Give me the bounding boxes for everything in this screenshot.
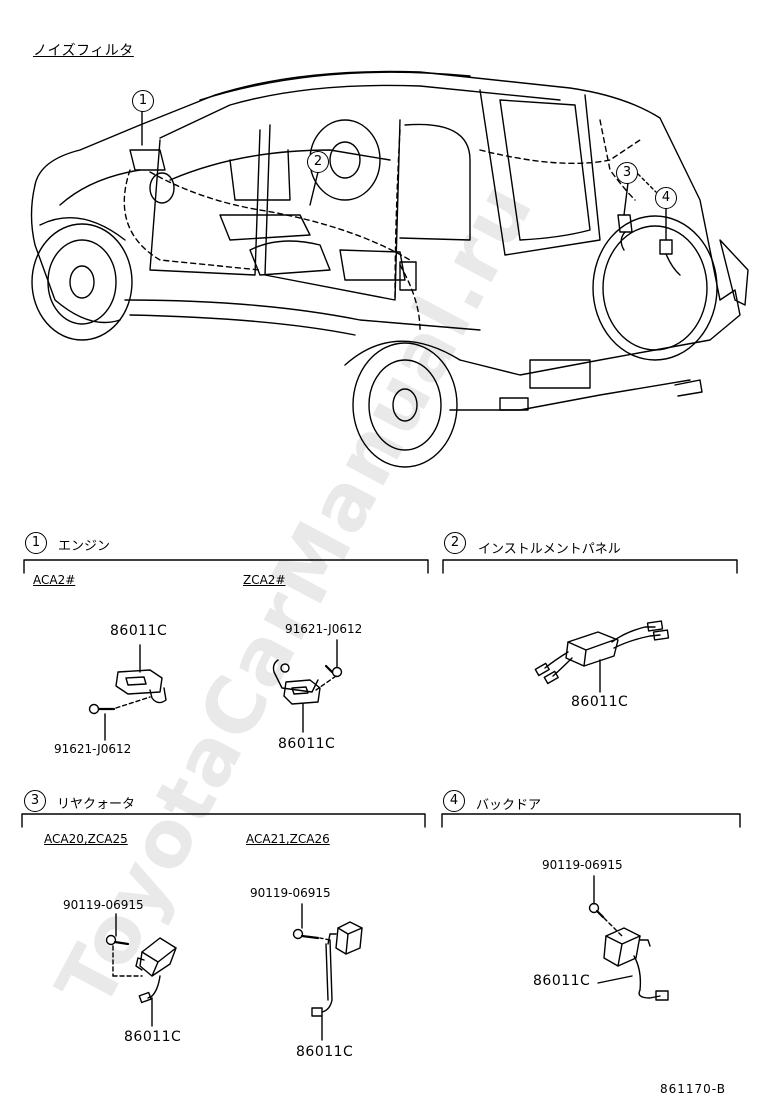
overview-callout-4: 4 (655, 187, 677, 209)
part-number-label: 86011C (110, 623, 168, 639)
part-number-label: 86011C (124, 1029, 182, 1045)
variant-model-label: ACA21,ZCA26 (246, 832, 330, 846)
page-title: ノイズフィルタ (33, 43, 134, 59)
engine-zca-filter-drawing (272, 639, 343, 733)
section-frames (21, 559, 741, 828)
variant-model-label: ZCA2# (243, 573, 286, 587)
rear-quarter-left-filter-drawing (105, 913, 177, 1027)
vehicle-overview-drawing (30, 70, 749, 468)
rear-quarter-right-filter-drawing (292, 903, 363, 1041)
part-number-label: 86011C (533, 973, 591, 989)
drawing-number: 861170-B (660, 1082, 726, 1096)
overview-callout-2: 2 (307, 151, 329, 173)
section-rear-quarter-number: 3 (24, 790, 46, 812)
overview-callout-3: 3 (616, 162, 638, 184)
part-number-label: 86011C (278, 736, 336, 752)
section-back-door-number: 4 (443, 790, 465, 812)
variant-model-label: ACA20,ZCA25 (44, 832, 128, 846)
variant-model-label: ACA2# (33, 573, 76, 587)
part-number-label: 86011C (571, 694, 629, 710)
engine-aca-filter-drawing (88, 644, 167, 741)
instrument-panel-filter-drawing (534, 620, 670, 693)
part-number-label: 90119-06915 (63, 898, 144, 912)
part-number-label: 91621-J0612 (285, 622, 363, 636)
section-instrument-panel-title: インストルメントパネル (478, 542, 621, 557)
overview-callout-1: 1 (132, 90, 154, 112)
section-rear-quarter-title: リヤクォータ (57, 797, 136, 812)
section-back-door-title: バックドア (476, 798, 542, 813)
part-number-label: 90119-06915 (250, 886, 331, 900)
part-number-label: 91621-J0612 (54, 742, 132, 756)
section-engine-number: 1 (25, 532, 47, 554)
part-number-label: 90119-06915 (542, 858, 623, 872)
part-number-label: 86011C (296, 1044, 354, 1060)
section-engine-title: エンジン (58, 539, 111, 554)
back-door-filter-drawing (588, 875, 669, 1001)
section-instrument-panel-number: 2 (444, 532, 466, 554)
